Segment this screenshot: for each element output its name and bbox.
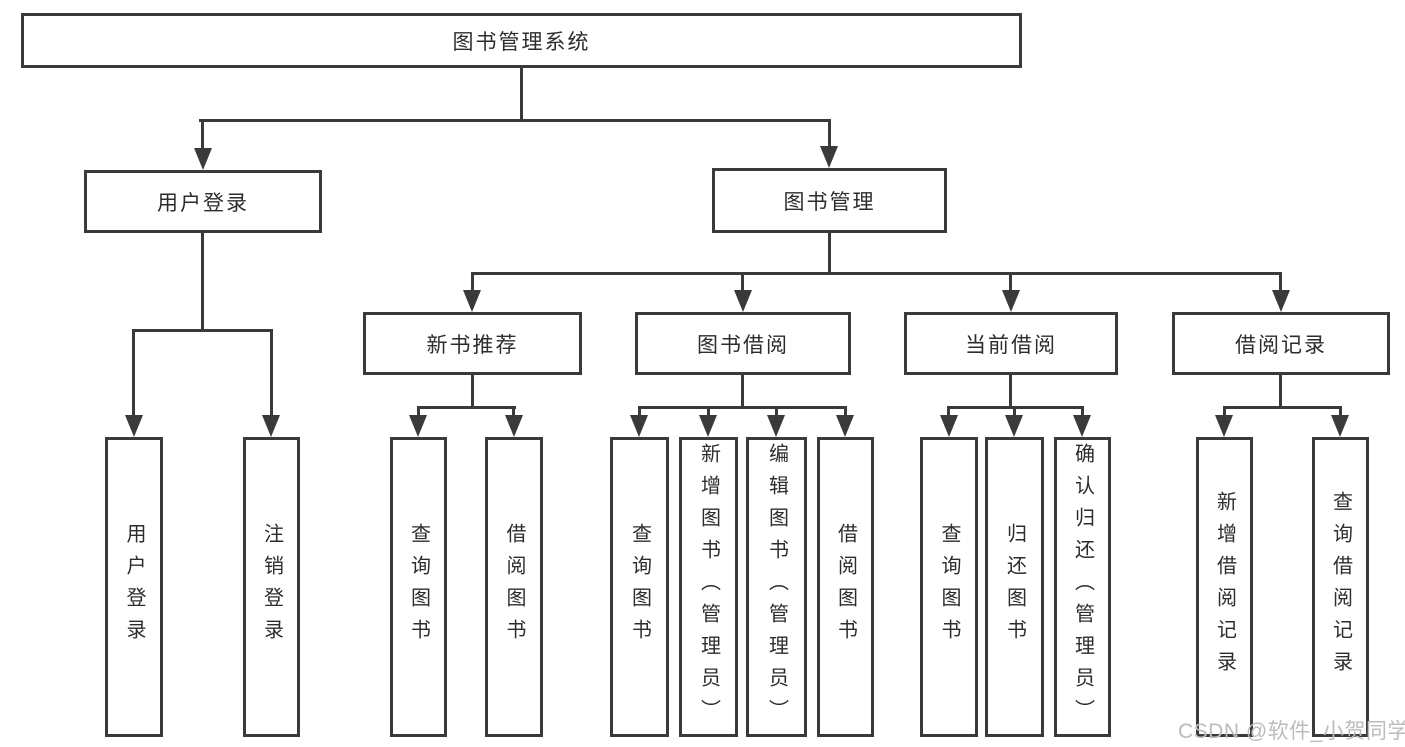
connector-group4-branch: [1223, 406, 1342, 409]
leaf-return-book: 归还图书: [985, 437, 1044, 737]
leaf-query-book-borrow: 查询图书: [610, 437, 669, 737]
connector-stem-book-mgmt: [828, 119, 831, 149]
arrow-down-icon: [767, 415, 785, 437]
connector-leaf-stem: [775, 406, 778, 420]
leaf-borrow-book: 借阅图书: [817, 437, 874, 737]
leaf-query-book-recommend: 查询图书: [390, 437, 447, 737]
connector-group3-trunk: [1009, 375, 1012, 409]
arrow-down-icon: [699, 415, 717, 437]
connector-stem-new-book: [471, 272, 474, 292]
connector-leaf-stem: [1339, 406, 1342, 420]
arrow-down-icon: [505, 415, 523, 437]
connector-leaf-stem: [947, 406, 950, 420]
arrow-down-icon: [125, 415, 143, 437]
arrow-down-icon: [409, 415, 427, 437]
node-current-borrow: 当前借阅: [904, 312, 1118, 375]
leaf-confirm-return-admin: 确认归还（管理员）: [1054, 437, 1111, 737]
connector-mgmt-trunk: [828, 233, 831, 275]
connector-level2-branch: [471, 272, 1282, 275]
connector-stem-leaf-user-login: [132, 329, 135, 417]
connector-login-trunk: [201, 232, 204, 332]
arrow-down-icon: [1215, 415, 1233, 437]
leaf-user-login: 用户登录: [105, 437, 163, 737]
node-borrow-record: 借阅记录: [1172, 312, 1390, 375]
connector-leaf-stem: [1223, 406, 1226, 420]
connector-leaf-stem: [512, 406, 515, 420]
arrow-down-icon: [1073, 415, 1091, 437]
node-book-borrow: 图书借阅: [635, 312, 851, 375]
arrow-down-icon: [630, 415, 648, 437]
leaf-logout: 注销登录: [243, 437, 300, 737]
connector-leaf-stem: [1081, 406, 1084, 420]
node-new-book-recommend: 新书推荐: [363, 312, 582, 375]
leaf-add-borrow-record: 新增借阅记录: [1196, 437, 1253, 737]
leaf-query-borrow-record: 查询借阅记录: [1312, 437, 1369, 737]
connector-login-branch: [132, 329, 273, 332]
arrow-down-icon: [463, 290, 481, 312]
connector-group1-trunk: [471, 375, 474, 409]
arrow-down-icon: [194, 148, 212, 170]
arrow-down-icon: [734, 290, 752, 312]
leaf-query-book-current: 查询图书: [920, 437, 978, 737]
connector-leaf-stem: [1013, 406, 1016, 420]
arrow-down-icon: [1272, 290, 1290, 312]
arrow-down-icon: [1002, 290, 1020, 312]
leaf-add-book-admin: 新增图书（管理员）: [679, 437, 738, 737]
leaf-borrow-book-recommend: 借阅图书: [485, 437, 543, 737]
connector-group2-branch: [638, 406, 847, 409]
arrow-down-icon: [940, 415, 958, 437]
connector-group2-trunk: [741, 375, 744, 409]
arrow-down-icon: [262, 415, 280, 437]
connector-leaf-stem: [417, 406, 420, 420]
connector-leaf-stem: [707, 406, 710, 420]
connector-leaf-stem: [638, 406, 641, 420]
connector-stem-current-borrow: [1009, 272, 1012, 292]
node-book-mgmt: 图书管理: [712, 168, 947, 233]
connector-group1-branch: [417, 406, 516, 409]
connector-level1-branch: [199, 119, 831, 122]
connector-stem-leaf-logout: [270, 329, 273, 417]
connector-stem-book-borrow: [741, 272, 744, 292]
connector-leaf-stem: [844, 406, 847, 420]
node-library-system: 图书管理系统: [21, 13, 1022, 68]
connector-stem-user-login: [201, 119, 204, 151]
node-user-login: 用户登录: [84, 170, 322, 233]
arrow-down-icon: [820, 146, 838, 168]
arrow-down-icon: [836, 415, 854, 437]
connector-root-trunk: [520, 68, 523, 122]
arrow-down-icon: [1005, 415, 1023, 437]
csdn-watermark: CSDN @软件_小贺同学: [1178, 720, 1405, 743]
arrow-down-icon: [1331, 415, 1349, 437]
leaf-edit-book-admin: 编辑图书（管理员）: [746, 437, 807, 737]
connector-group4-trunk: [1279, 375, 1282, 409]
connector-stem-borrow-record: [1279, 272, 1282, 292]
